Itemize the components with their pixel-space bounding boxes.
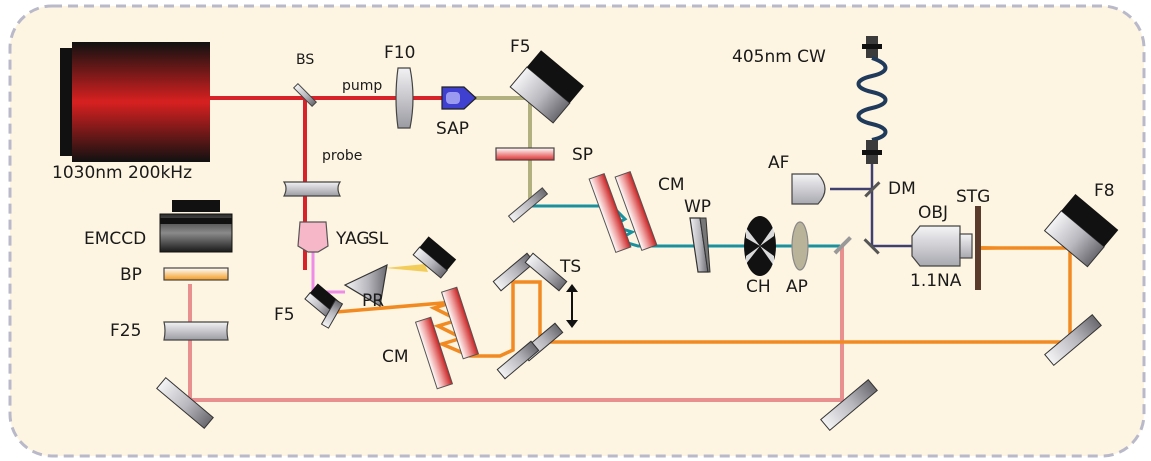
delay-mirror-b <box>496 340 540 380</box>
orange-beam-delay <box>335 280 550 358</box>
cm-bottom-mirror-b <box>440 286 480 360</box>
label-yag: YAG <box>335 229 370 249</box>
label-cm-top: CM <box>658 175 685 195</box>
f10-mid-lens <box>282 181 342 197</box>
f25-lens <box>163 321 229 341</box>
cm-bottom-mirror-a <box>414 316 454 390</box>
label-ts: TS <box>559 257 581 277</box>
label-f8: F8 <box>1094 181 1115 201</box>
label-wp: WP <box>684 197 711 217</box>
label-pr: PR <box>362 291 384 311</box>
ts-mirror-b <box>524 252 568 292</box>
label-f5-left: F5 <box>274 305 295 325</box>
bottom-left-mirror <box>156 377 214 429</box>
pink-beam <box>188 246 844 402</box>
f8-mount <box>1043 193 1119 268</box>
label-probe: probe <box>322 148 362 164</box>
teal-turn-mirror <box>507 187 549 223</box>
label-sap: SAP <box>436 119 469 139</box>
chopper <box>744 216 776 276</box>
label-emccd: EMCCD <box>84 229 146 249</box>
laser-source <box>60 42 210 162</box>
label-cw: 405nm CW <box>732 47 826 67</box>
sample-stage <box>975 206 981 290</box>
label-pump: pump <box>342 78 382 94</box>
dispersion-fan <box>385 264 428 272</box>
translation-arrow-icon <box>566 284 578 328</box>
label-sl: SL <box>368 229 389 249</box>
label-sp: SP <box>572 145 593 165</box>
label-f25: F25 <box>110 321 141 341</box>
dichroic-mirror <box>864 181 881 198</box>
label-obj: OBJ <box>918 203 948 223</box>
sl-mount <box>412 236 457 279</box>
yag-crystal <box>297 221 329 253</box>
label-laser: 1030nm 200kHz <box>52 163 192 183</box>
orange-sample-focus <box>978 246 1060 250</box>
right-lower-mirror <box>1044 314 1102 366</box>
sap-device <box>441 86 477 110</box>
sp-filter <box>495 147 555 161</box>
label-ap: AP <box>786 277 808 297</box>
cm-top-mirror-b <box>614 170 658 252</box>
fiber-405nm <box>856 36 888 164</box>
label-f5-top: F5 <box>510 37 531 57</box>
label-bs: BS <box>296 52 314 68</box>
waveplate-b <box>699 217 711 273</box>
pickoff-mirror <box>833 236 852 255</box>
aperture <box>791 221 809 271</box>
label-dm: DM <box>888 179 916 199</box>
f10-top-lens <box>395 67 414 129</box>
label-na: 1.1NA <box>910 271 962 291</box>
emccd-camera <box>159 200 233 253</box>
label-cm-bottom: CM <box>382 347 409 367</box>
beam-splitter <box>292 82 318 108</box>
f5-top-mount <box>509 50 584 124</box>
bottom-right-mirror <box>820 379 878 431</box>
af-detector <box>791 173 826 205</box>
label-ch: CH <box>746 277 771 297</box>
objective <box>911 225 973 267</box>
cm-top-mirror-a <box>588 172 632 254</box>
label-f10-top: F10 <box>384 43 415 63</box>
bp-filter <box>163 267 229 281</box>
f5-left-mirror <box>320 299 344 329</box>
prism <box>343 263 388 307</box>
label-af: AF <box>768 153 789 173</box>
label-bp: BP <box>120 265 142 285</box>
dichroic-mirror-2 <box>863 238 880 255</box>
label-stg: STG <box>956 187 990 207</box>
